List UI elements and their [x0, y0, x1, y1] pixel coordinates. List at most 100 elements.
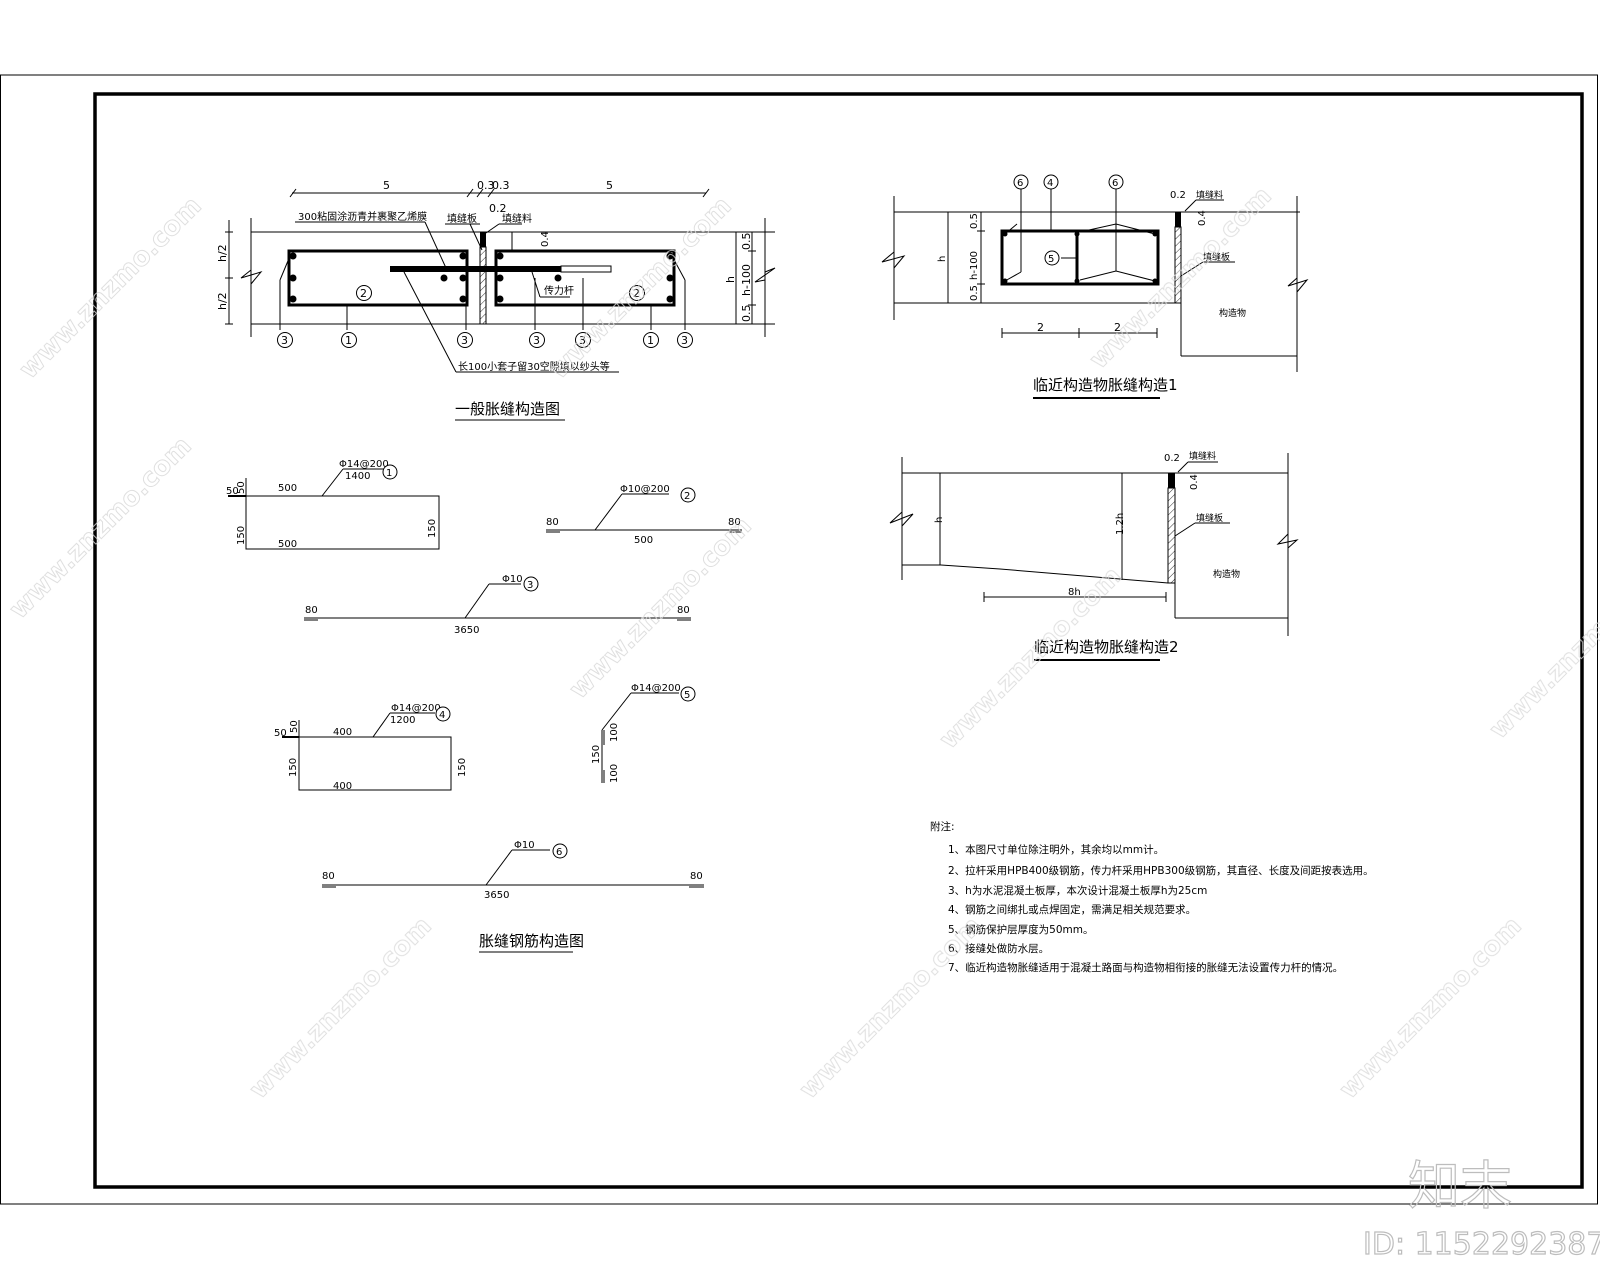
bubble-3: 3 — [533, 334, 540, 347]
general-joint-title: 一般胀缝构造图 — [455, 400, 560, 418]
bar5-mark: 5 — [684, 690, 690, 701]
label-cap: 长100小套子留30空隙填以纱头等 — [458, 360, 610, 373]
dim-2-right: 2 — [1114, 321, 1121, 334]
note-3: 3、h为水泥混凝土板厚，本次设计混凝土板厚h为25cm — [948, 884, 1207, 897]
bubble-4: 4 — [1047, 178, 1053, 189]
bar3-left: 80 — [305, 605, 318, 616]
dim-h: h — [934, 517, 945, 523]
bar1-length: 1400 — [345, 471, 370, 482]
bar1-bottom: 500 — [278, 539, 297, 550]
bar5-top: 100 — [609, 723, 620, 742]
outer-frame — [0, 74, 1598, 1205]
bar2-spec: Φ10@200 — [620, 484, 670, 495]
bubble-6: 6 — [1112, 178, 1118, 189]
notes: 附注: 1、本图尺寸单位除注明外，其余均以mm计。 2、拉杆采用HPB400级钢… — [930, 820, 1374, 974]
bar1-left: 150 — [236, 526, 247, 545]
bar4-left: 150 — [288, 758, 299, 777]
label-asphalt: 300粘固涂沥青并裹聚乙烯膜 — [298, 210, 427, 223]
bar2-right: 80 — [728, 517, 741, 528]
note-1: 1、本图尺寸单位除注明外，其余均以mm计。 — [948, 843, 1164, 856]
dim-04: 0.4 — [1189, 474, 1200, 490]
bar5-bottom: 100 — [609, 764, 620, 783]
dim-12h: 1.2h — [1115, 513, 1126, 535]
watermark-text: www.znzmo.com — [794, 911, 988, 1105]
dim-h: h — [724, 276, 737, 283]
note-7: 7、临近构造物胀缝适用于混凝土路面与构造物相衔接的胀缝无法设置传力杆的情况。 — [948, 961, 1343, 974]
bar2-left: 80 — [546, 517, 559, 528]
inner-frame — [93, 92, 1584, 1189]
adjacent-joint-2-text: h 1.2h 8h 0.2 0.4 填缝料 填缝板 构造物 临近构造物胀缝构造2 — [934, 450, 1240, 661]
dim-05-bottom: 0.5 — [969, 285, 980, 301]
bar6-mark: 6 — [556, 847, 562, 858]
label-filler-board: 填缝板 — [447, 212, 477, 225]
adjacent-joint-1-text: 6 4 6 5 0.5 h-100 0.5 h 2 2 0.2 0.4 填缝料 … — [937, 174, 1246, 399]
dim-5-right: 5 — [606, 179, 613, 192]
rebar-detail-text: Φ14@200 1400 1 500 500 50 50 150 150 Φ10… — [226, 459, 741, 953]
note-6: 6、接缝处做防水层。 — [948, 942, 1049, 955]
dim-05-top: 0.5 — [740, 233, 753, 251]
dim-02: 0.2 — [1164, 453, 1180, 464]
watermark-text: www.znzmo.com — [934, 561, 1128, 755]
dim-h2-bottom: h/2 — [216, 292, 229, 310]
rebar-detail-title: 胀缝钢筋构造图 — [479, 932, 584, 950]
label-structure: 构造物 — [1219, 307, 1246, 319]
dim-03-b: 0.3 — [492, 179, 510, 192]
bar3-spec: Φ10 — [502, 574, 523, 585]
bar5-side: 150 — [591, 745, 602, 764]
watermark-logo: 知末 — [1408, 1157, 1512, 1217]
general-joint-section — [225, 188, 776, 373]
adjacent-2-title: 临近构造物胀缝构造2 — [1034, 638, 1179, 656]
bar4-right: 150 — [457, 758, 468, 777]
bar3-right: 80 — [677, 605, 690, 616]
bar4-mark: 4 — [439, 710, 445, 721]
label-filler-material: 填缝料 — [1189, 450, 1216, 462]
bar5-spec: Φ14@200 — [631, 683, 681, 694]
bar4-hook-b: 50 — [289, 720, 300, 733]
bar4-top: 400 — [333, 727, 352, 738]
bubble-3: 3 — [281, 334, 288, 347]
label-filler-board: 填缝板 — [1196, 512, 1223, 524]
bar4-hook-a: 50 — [274, 728, 287, 739]
label-filler-material: 填缝料 — [502, 212, 532, 225]
general-joint-text: 5 0.3 0.3 5 0.2 300粘固涂沥青并裹聚乙烯膜 填缝板 填缝料 传… — [216, 179, 753, 421]
watermark-text: www.znzmo.com — [1334, 911, 1528, 1105]
bubble-3: 3 — [579, 334, 586, 347]
adjacent-joint-1 — [881, 189, 1309, 372]
dim-2-left: 2 — [1037, 321, 1044, 334]
bar3-mark: 3 — [527, 580, 533, 591]
bubble-3: 3 — [461, 334, 468, 347]
label-filler-material: 填缝料 — [1196, 189, 1223, 201]
watermark-id: ID: 1152292387 — [1363, 1227, 1600, 1262]
dim-05-bottom: 0.5 — [740, 305, 753, 323]
bubble-2: 2 — [633, 287, 640, 300]
bar1-mark: 1 — [386, 468, 392, 479]
bubble-3: 3 — [681, 334, 688, 347]
bar3-length: 3650 — [454, 625, 479, 636]
dim-02: 0.2 — [489, 202, 507, 215]
bar1-spec: Φ14@200 — [339, 459, 389, 470]
dim-h2-top: h/2 — [216, 244, 229, 262]
bar6-length: 3650 — [484, 890, 509, 901]
bubble-6: 6 — [1017, 178, 1023, 189]
watermarks: www.znzmo.com www.znzmo.com www.znzmo.co… — [3, 181, 1600, 1106]
bar1-hook-a: 50 — [226, 486, 239, 497]
dim-04: 0.4 — [540, 231, 551, 247]
bar2-mark: 2 — [684, 491, 690, 502]
bubble-5: 5 — [1048, 254, 1054, 265]
dim-5-left: 5 — [383, 179, 390, 192]
dim-h-100: h-100 — [969, 251, 980, 280]
bar6-right: 80 — [690, 871, 703, 882]
bar4-bottom: 400 — [333, 781, 352, 792]
dim-02: 0.2 — [1170, 190, 1186, 201]
bubble-1: 1 — [647, 334, 654, 347]
dim-04: 0.4 — [1197, 210, 1208, 226]
watermark-text: www.znzmo.com — [4, 431, 198, 625]
rebar-detail — [228, 468, 742, 888]
label-structure: 构造物 — [1213, 568, 1240, 580]
bar4-length: 1200 — [390, 715, 415, 726]
note-5: 5、钢筋保护层厚度为50mm。 — [948, 923, 1094, 936]
bubble-2: 2 — [360, 287, 367, 300]
bar1-right: 150 — [427, 519, 438, 538]
dim-05-top: 0.5 — [969, 213, 980, 229]
